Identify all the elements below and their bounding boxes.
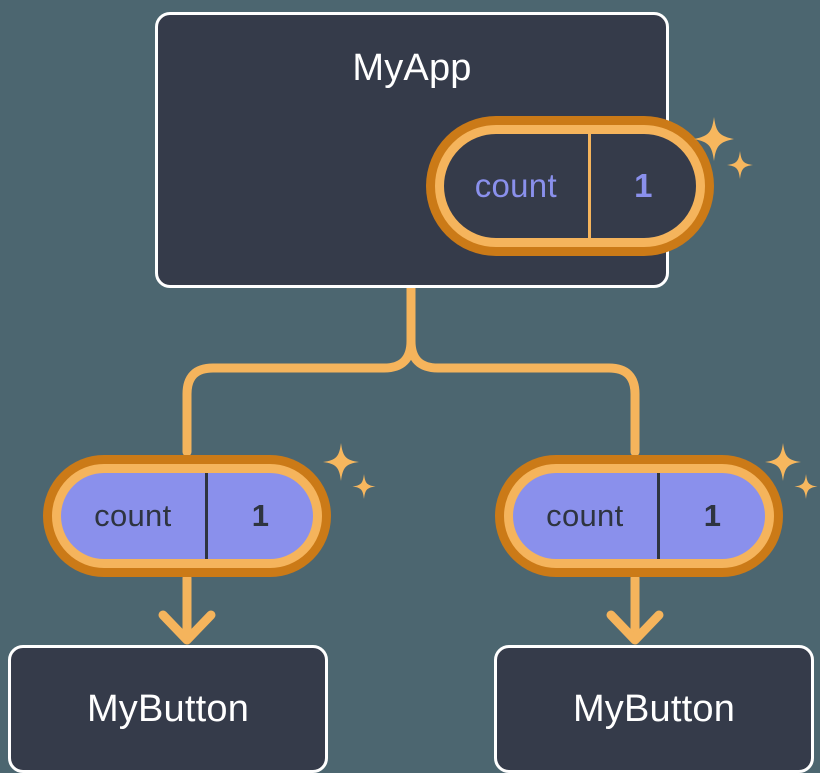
state-pill-child-left[interactable]: count 1 (52, 464, 322, 568)
branch-connector-right (406, 336, 640, 457)
component-card-myapp[interactable]: MyApp count 1 (155, 12, 753, 288)
component-card-mybutton-left[interactable]: MyButton (8, 645, 328, 773)
component-title-mybutton-right: MyButton (572, 688, 736, 730)
component-title-myapp: MyApp (352, 47, 472, 89)
state-pill-myapp[interactable]: count 1 (435, 125, 705, 247)
state-value: 1 (587, 134, 696, 238)
component-card-mybutton-right[interactable]: MyButton (494, 645, 814, 773)
branch-connector (182, 283, 416, 457)
down-arrow-icon-right (606, 573, 664, 645)
state-key: count (94, 498, 172, 533)
state-value: 1 (204, 473, 313, 559)
state-key: count (546, 498, 624, 533)
state-value: 1 (656, 473, 765, 559)
state-pill-child-right[interactable]: count 1 (504, 464, 774, 568)
state-key: count (474, 167, 557, 204)
sparkles-icon-child-left (323, 443, 376, 499)
down-arrow-icon-left (158, 573, 216, 645)
component-title-mybutton-left: MyButton (86, 688, 250, 730)
